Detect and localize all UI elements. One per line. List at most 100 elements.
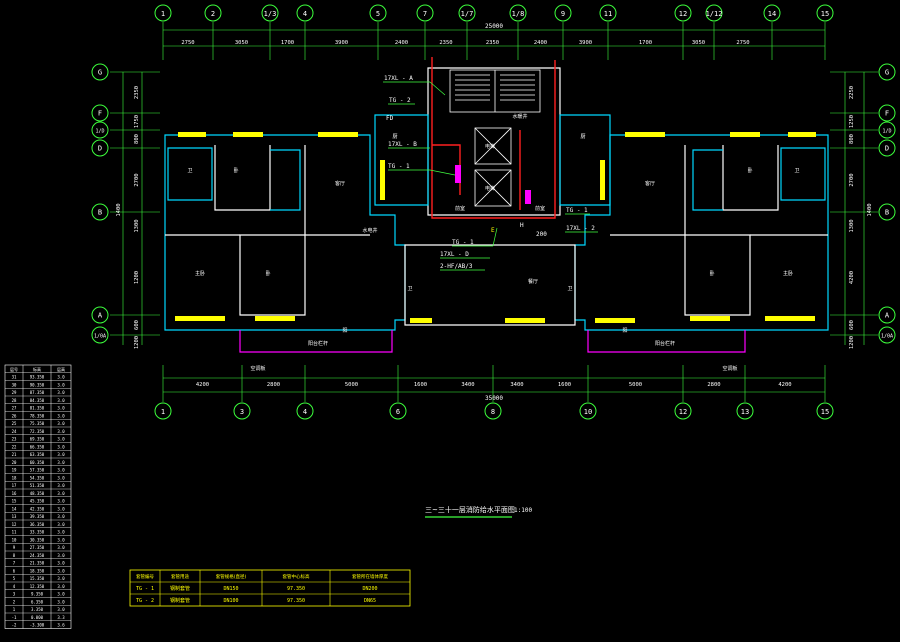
level-table-cell: 3.0 (57, 483, 65, 488)
balcony-label: 空调板 (722, 365, 737, 372)
legend-header: 套管中心标高 (283, 573, 310, 580)
axis-label-bottom: 15 (821, 408, 829, 416)
room-label: 主卧 (195, 270, 205, 277)
level-table-cell: 93.350 (30, 375, 45, 380)
left-balcony (239, 330, 393, 353)
level-table-cell: 3.0 (57, 568, 65, 573)
dim-right-segment: 4200 (849, 271, 855, 284)
axis-bubble-left (91, 63, 109, 81)
left-bath2 (270, 149, 301, 211)
axis-label-left: D (98, 145, 102, 153)
level-table-cell: 16 (12, 491, 17, 496)
room-label: 卧 (709, 270, 714, 277)
level-table-cell: 3.0 (57, 406, 65, 411)
axis-bubble-top (554, 4, 572, 22)
left-living-partition (304, 145, 370, 236)
axis-label-bottom: 8 (491, 408, 495, 416)
axis-bubble-top (369, 4, 387, 22)
axis-bubble-top (599, 4, 617, 22)
dim-bottom-segment: 4200 (778, 382, 791, 388)
room-label: 卧 (233, 167, 238, 174)
level-table-cell: 18.350 (30, 568, 45, 573)
level-table-cell: 4 (13, 584, 16, 589)
axis-bubble-bottom (674, 402, 692, 420)
room-label: 客厅 (645, 180, 655, 187)
level-table-cell: 63.350 (30, 452, 45, 457)
axis-label-top: 5 (376, 10, 380, 18)
axis-label-right: D (885, 145, 889, 153)
level-table-cell: 3.0 (57, 437, 65, 442)
level-table-cell: 3.0 (57, 537, 65, 542)
tg1-mid-label: TG - 1 (452, 239, 474, 246)
room-label: 主卧 (783, 270, 793, 277)
level-table-cell: 45.350 (30, 499, 45, 504)
dim-bottom-segment: 1600 (558, 382, 571, 388)
level-table-cell: 3.0 (57, 429, 65, 434)
level-table-cell: 28 (12, 398, 17, 403)
dim-bottom-segment: 3400 (510, 382, 523, 388)
right-bedroom-partition (722, 145, 779, 211)
axis-bubble-left (91, 139, 109, 157)
room-label: 前室 (535, 205, 545, 212)
level-table-cell: 1 (13, 607, 16, 612)
room-label: 卧 (265, 270, 270, 277)
level-table-cell: 3.0 (57, 468, 65, 473)
dim-top-segment: 3050 (692, 40, 705, 46)
dim-bottom-segment: 5000 (345, 382, 358, 388)
balcony-label: 空调板 (250, 365, 265, 372)
legend-cell: 钢制套管 (170, 585, 190, 592)
level-table-cell: -3.300 (30, 623, 45, 628)
dim-200-label: 200 (536, 231, 547, 238)
dim-right-b: 1400 (867, 203, 873, 216)
level-table-cell: 26 (12, 413, 17, 418)
level-table-cell: 14 (12, 506, 17, 511)
legend-cell: 97.350 (287, 598, 305, 604)
axis-bubble-top (296, 4, 314, 22)
dim-left-segment: 2700 (134, 173, 140, 186)
dim-right-segment: 2700 (849, 173, 855, 186)
level-table-cell: 3.0 (57, 460, 65, 465)
room-label: 前室 (455, 205, 465, 212)
axis-bubble-top (705, 4, 723, 22)
h-mark: H (520, 222, 524, 229)
level-table-cell: 27.350 (30, 545, 45, 550)
dim-top-segment: 2350 (439, 40, 452, 46)
dim-right-segment: 800 (849, 134, 855, 144)
axis-bubble-bottom (389, 402, 407, 420)
legend-cell: DN150 (223, 586, 238, 592)
level-table-cell: 0.000 (31, 615, 44, 620)
legend-cell: TG - 2 (136, 598, 154, 604)
dim-left-segment: 1750 (134, 115, 140, 128)
level-table-cell: 3.0 (57, 561, 65, 566)
level-table-header: 层高 (57, 366, 65, 372)
level-table-cell: 57.350 (30, 468, 45, 473)
level-table-cell: 3 (13, 592, 16, 597)
room-label: 卫 (187, 168, 192, 174)
right-bath2 (692, 149, 723, 211)
room-label: 厨 (580, 134, 585, 140)
axis-label-right: G (885, 69, 889, 77)
level-table-cell: 10 (12, 537, 17, 542)
axis-label-bottom: 4 (303, 408, 307, 416)
axis-bubble-left (91, 326, 109, 344)
axis-bubble-top (261, 4, 279, 22)
room-label: 卫 (794, 168, 799, 174)
dim-bottom-segment: 1600 (414, 382, 427, 388)
level-table-header: 层号 (10, 366, 18, 372)
axis-bubble-bottom (233, 402, 251, 420)
level-table-cell: -1 (12, 615, 17, 620)
stair (449, 69, 541, 113)
dim-top-segment: 3050 (235, 40, 248, 46)
level-table-cell: 3.0 (57, 491, 65, 496)
axis-label-bottom: 1 (161, 408, 165, 416)
balcony-label: 水暖井 (512, 113, 527, 120)
dim-bottom-segment: 5000 (629, 382, 642, 388)
level-table-cell: 36.350 (30, 522, 45, 527)
level-table-cell: 17 (12, 483, 17, 488)
dim-right-segment: 1200 (849, 336, 855, 349)
drawing-title: 三~三十一层消防给水平面图 (425, 505, 515, 514)
level-table-cell: 3.0 (57, 584, 65, 589)
center-south-rooms (404, 244, 576, 326)
